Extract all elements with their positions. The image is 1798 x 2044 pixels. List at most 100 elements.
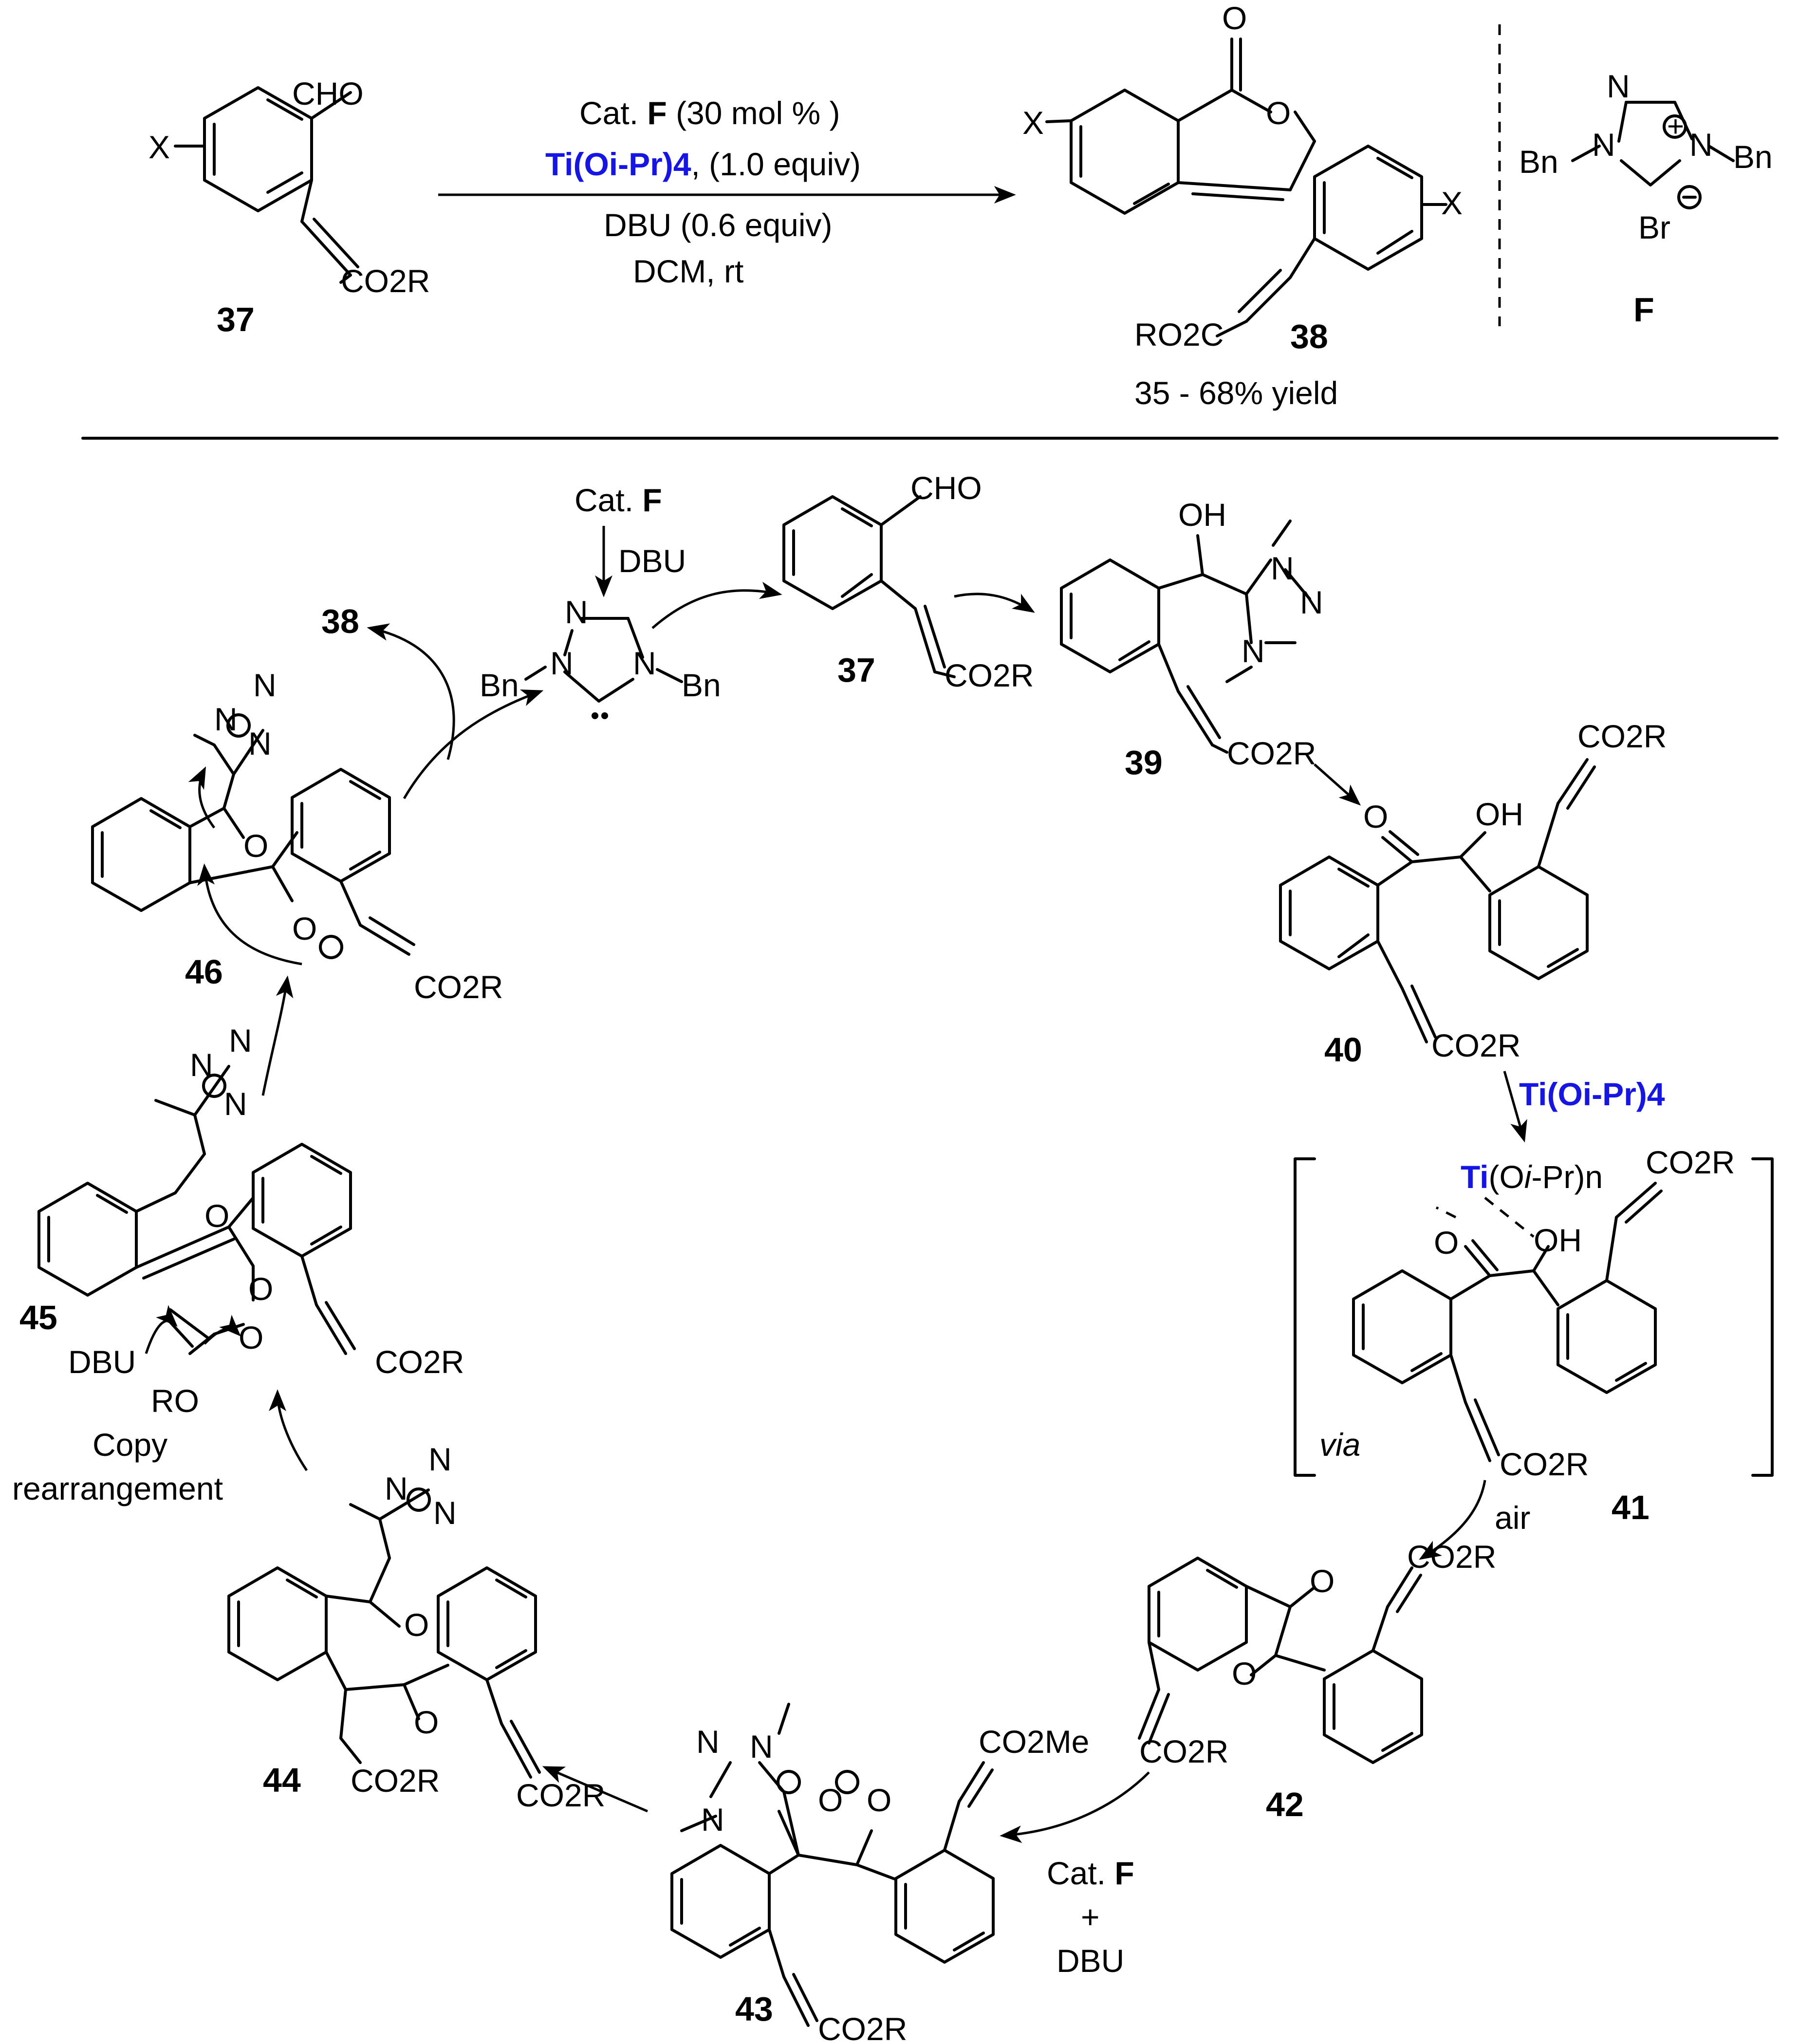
compound-label-38: 38 [1290,317,1328,355]
cycle-label-46: 46 [185,953,223,991]
compound-37-top [174,86,359,284]
cycle-39-n2: N [1300,584,1323,620]
carbene-bn-left: Bn [480,667,519,703]
carbene-n2: N [550,645,574,681]
catalyst-f [1571,101,1735,186]
40-to-41-arrow [1503,1071,1527,1143]
37-to-39-arrow [954,593,1035,613]
cycle-46-n4: N [248,725,272,762]
product-ester-label: RO2C [1134,316,1223,353]
carbene-bn-right: Bn [682,667,721,703]
cycle-45-o-ketone: O [204,1198,229,1234]
cycle-41-ester-top: CO2R [1646,1144,1735,1180]
43-to-44-arrow [542,1766,648,1813]
substituent-x-left: X [1022,105,1044,141]
ti-o-coordination [1435,1206,1457,1219]
step-rearrangement-1: Copy [93,1427,167,1463]
catalyst-bromide: Br [1638,209,1670,245]
42-to-43-arrow [1000,1771,1150,1843]
44-to-45-arrow [269,1389,308,1471]
carbene [524,617,683,703]
substituent-x: X [148,129,170,165]
step-dbu: DBU [1057,1943,1124,1979]
cycle-41-oh: OH [1534,1222,1582,1258]
compound-40 [1279,758,1596,1043]
cycle-45-o-peroxy-2: O [239,1319,263,1356]
cycle-label-39: 39 [1125,743,1163,781]
cycle-46-o: O [243,828,268,864]
cycle-42-o1: O [1310,1563,1335,1599]
cycle-45-n4: N [224,1086,247,1122]
cycle-41-ti: Ti(Oi-Pr)n [1461,1159,1603,1195]
dbu-attack-arrow [145,1305,178,1354]
step-cat-f: Cat. F [1047,1855,1134,1891]
ti-oh-coordination [1484,1197,1535,1238]
conditions-line-2: Ti(Oi-Pr)4, (1.0 equiv) [545,146,861,182]
catalytic-cycle: Cat. F DBU N N N Bn Bn 38 [12,470,1774,2044]
substituent-x-right: X [1441,185,1463,221]
compound-42 [1138,1557,1423,1764]
cycle-41-ester-bottom: CO2R [1500,1446,1589,1482]
cycle-45-dbu: DBU [68,1344,136,1380]
compound-39 [1060,520,1311,754]
cycle-46-o-minus: O [292,911,317,947]
carbene-n1: N [565,594,588,630]
41-to-42-arrow [1419,1480,1486,1560]
cycle-43-n4: N [701,1802,724,1838]
cycle-39-n4: N [1242,633,1265,669]
catalyst-bn-left: Bn [1519,144,1558,180]
carbene-to-37-arrow [651,581,782,629]
cycle-40-ester-top: CO2R [1577,718,1667,754]
ester-label: CO2R [341,263,430,299]
conditions-line-1: Cat. F (30 mol % ) [579,95,840,131]
cycle-44-n1: N [385,1470,408,1506]
cycle-label-41: 41 [1612,1488,1650,1526]
step-ti-reagent: Ti(Oi-Pr)4 [1519,1076,1665,1112]
cycle-44-n4: N [433,1495,457,1531]
regenerate-carbene-arrow [403,689,544,799]
cycle-43-n2: N [696,1724,720,1760]
cycle-44-n2: N [428,1441,452,1477]
cycle-45-o-peroxy-1: O [248,1271,273,1307]
plus-sign: + [1667,110,1684,143]
cycle-43-ester-top: CO2Me [979,1724,1089,1760]
cycle-37-aldehyde: CHO [910,470,982,506]
cycle-44-o2: O [414,1704,439,1740]
cycle-label-42: 42 [1266,1785,1304,1823]
cycle-product-38: 38 [321,602,359,640]
positive-charge-icon [777,1770,801,1794]
cycle-44-ester-left: CO2R [351,1763,440,1799]
compound-37-cycle [782,495,956,678]
carbene-n4: N [633,645,656,681]
catalyst-label-f: F [1633,291,1654,329]
carbene-release-arrow [188,766,216,829]
catalyst-bn-right: Bn [1733,139,1773,175]
cycle-43-o: O [867,1782,891,1818]
39-to-40-arrow [1314,763,1361,806]
cycle-42-ester-top: CO2R [1407,1539,1496,1575]
positive-charge-icon [407,1487,431,1512]
cycle-44-o1: O [404,1607,429,1643]
compound-38-top [1045,37,1447,337]
negative-charge-icon [1677,185,1702,209]
cycle-43-ester-bottom: CO2R [818,2011,907,2044]
positive-charge-icon [1663,114,1687,139]
cycle-40-ester-bottom: CO2R [1431,1027,1520,1063]
negative-charge-icon [319,935,343,959]
lone-pair-dot [601,712,608,719]
cycle-40-o: O [1363,799,1388,835]
step-rearrangement-2: rearrangement [12,1470,223,1506]
cycle-40-oh: OH [1475,796,1523,832]
top-reaction: CHO CO2R X 37 Cat. F (30 mol % ) Ti(Oi-P… [148,0,1773,411]
cycle-37-ester: CO2R [945,657,1034,693]
lactone-ring-o: O [1266,95,1291,131]
cycle-41-via: via [1319,1427,1360,1463]
conditions-line-4: DCM, rt [633,253,743,289]
enolate-attack-arrow [197,863,302,966]
cycle-39-n1: N [1271,550,1294,586]
positive-charge-icon [202,1074,226,1098]
catalyst-n4: N [1689,127,1713,163]
compound-41-bracket [1294,1157,1774,1477]
compound-43 [670,1703,995,2027]
cycle-46-n1: N [214,701,238,737]
